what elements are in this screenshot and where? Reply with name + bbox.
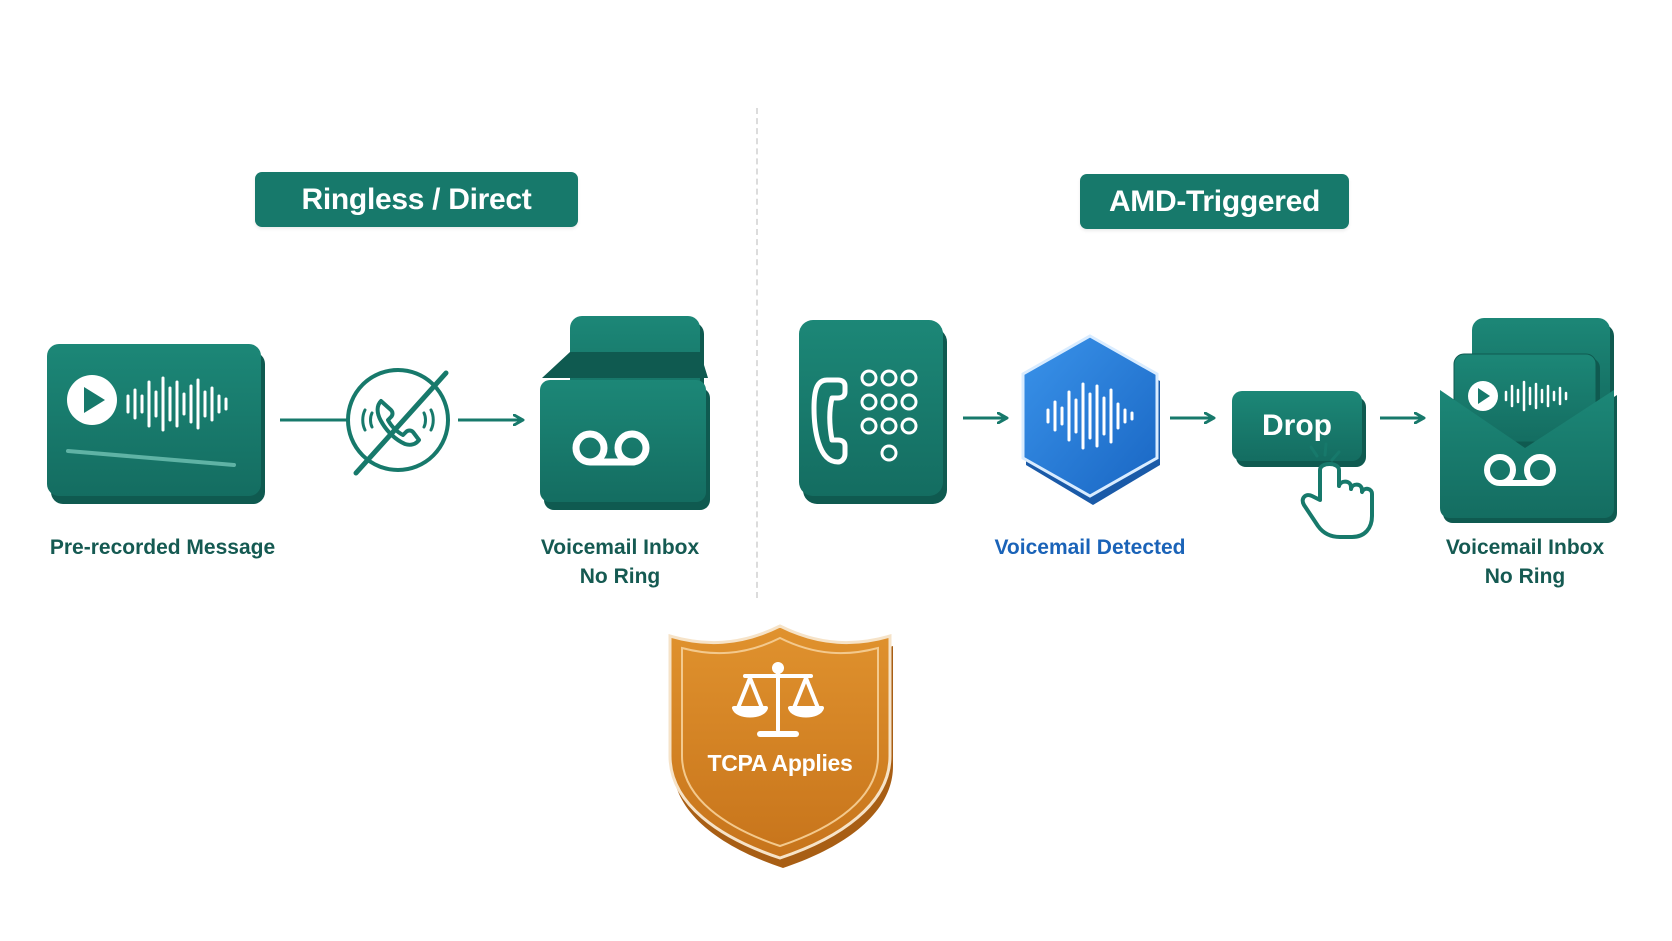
section-title-amd: AMD-Triggered [1080, 174, 1349, 229]
label-pre-recorded-message-text: Pre-recorded Message [49, 536, 276, 559]
phone-keypad-icon [799, 320, 947, 504]
section-divider [756, 108, 758, 598]
no-call-icon [346, 368, 450, 476]
label-voicemail-inbox-right-line2: No Ring [1484, 565, 1566, 588]
label-voicemail-detected: Voicemail Detected [980, 533, 1200, 562]
voicemail-inbox-icon [540, 316, 710, 510]
label-voicemail-inbox-right: Voicemail Inbox No Ring [1425, 533, 1625, 591]
hand-pointer-icon [1300, 442, 1374, 539]
scales-of-justice-icon [732, 662, 824, 737]
label-voicemail-inbox-left: Voicemail Inbox No Ring [520, 533, 720, 591]
tcpa-badge-text: TCPA Applies [707, 750, 853, 776]
shield-icon [668, 624, 893, 868]
section-title-amd-text: AMD-Triggered [1108, 184, 1321, 218]
label-voicemail-inbox-right-line1: Voicemail Inbox [1445, 536, 1605, 559]
tcpa-badge-label: TCPA Applies [680, 750, 880, 777]
drop-button-shape [1232, 391, 1366, 467]
drop-button: Drop [1232, 391, 1362, 461]
section-title-ringless-text: Ringless / Direct [301, 182, 532, 216]
label-voicemail-detected-text: Voicemail Detected [994, 536, 1186, 559]
label-voicemail-inbox-left-line2: No Ring [579, 565, 661, 588]
drop-button-label: Drop [1262, 409, 1332, 442]
voicemail-detection-hexagon-icon [1021, 334, 1160, 505]
audio-message-card-icon [47, 344, 265, 504]
voicemail-envelope-icon [1440, 318, 1617, 523]
label-voicemail-inbox-left-line1: Voicemail Inbox [540, 536, 700, 559]
section-title-ringless: Ringless / Direct [255, 172, 578, 227]
label-pre-recorded-message: Pre-recorded Message [40, 533, 285, 562]
